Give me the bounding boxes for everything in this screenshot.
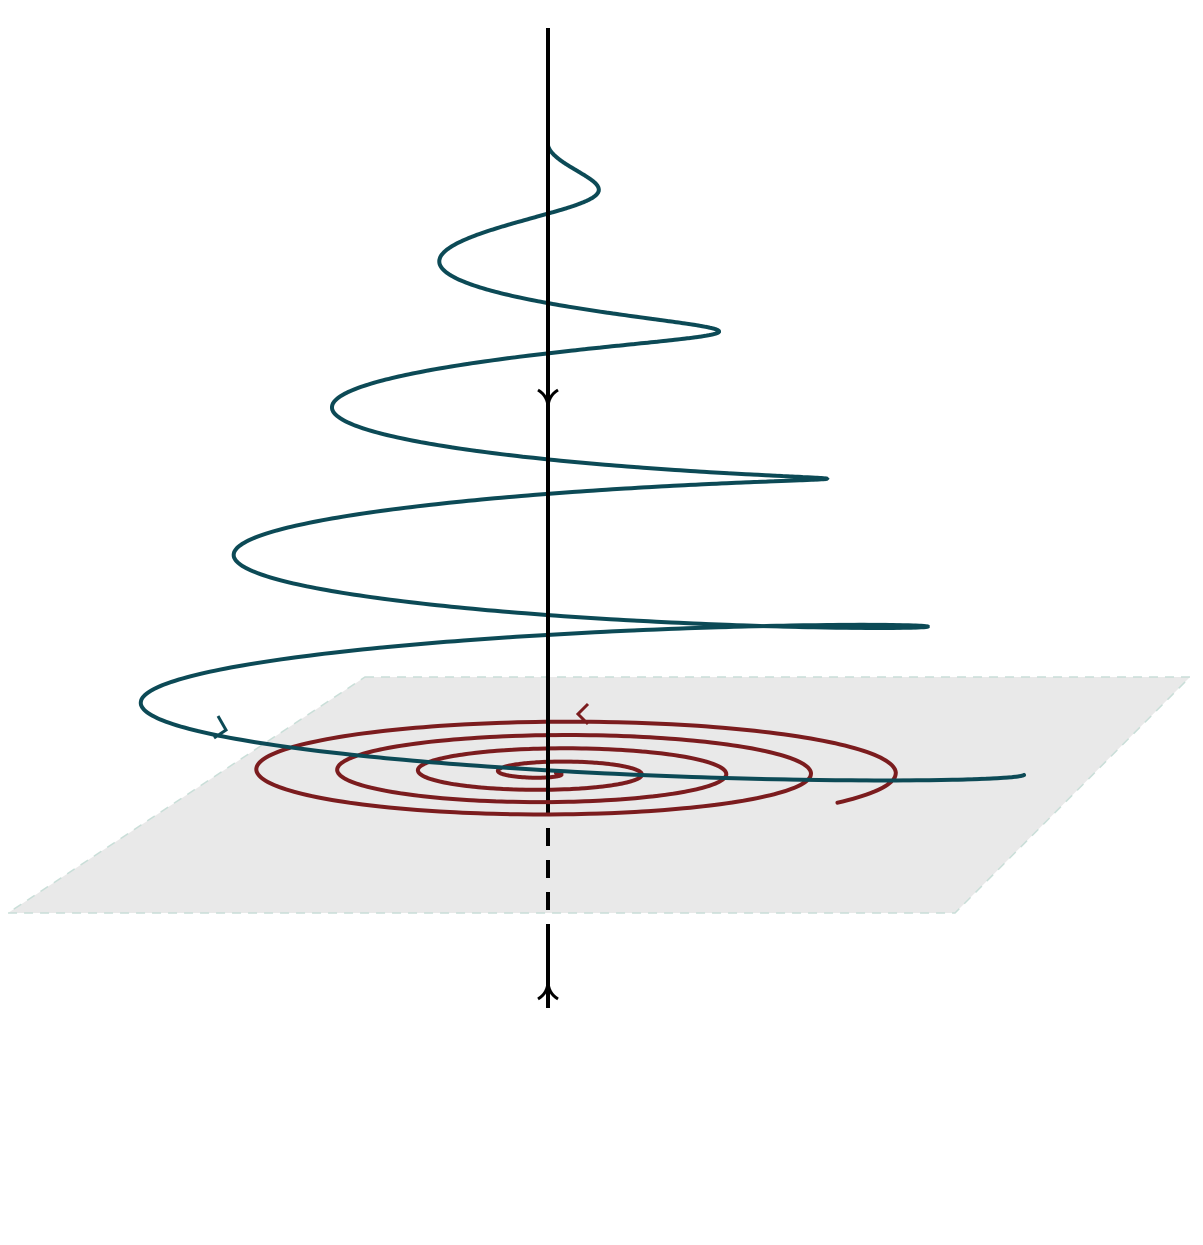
planar-spiral-arrow — [575, 702, 590, 726]
planar-spiral-curve — [254, 719, 898, 817]
axis-up-arrow — [537, 980, 559, 1001]
horizontal-plane — [5, 676, 1192, 914]
axis-down-arrow — [537, 388, 559, 409]
helix-arrow — [213, 715, 228, 740]
helix-spiral-curve — [138, 143, 1026, 783]
